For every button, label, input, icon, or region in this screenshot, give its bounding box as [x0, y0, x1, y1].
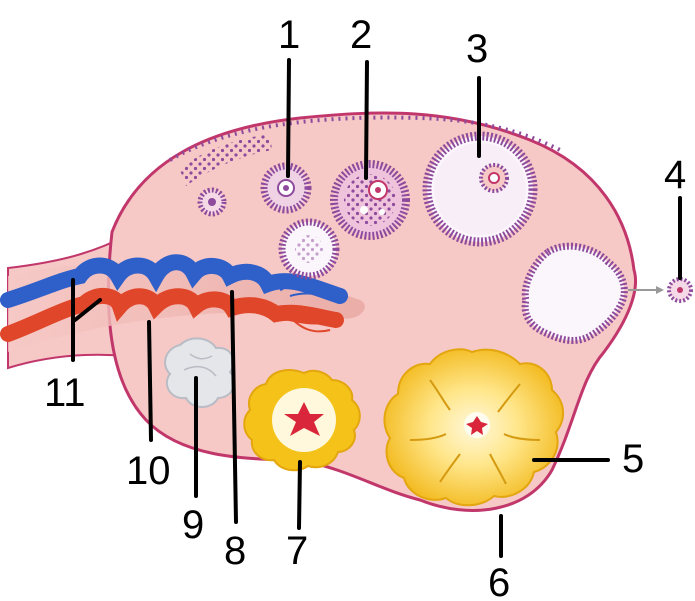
label-6: 6 — [488, 561, 510, 601]
label-3: 3 — [466, 27, 488, 71]
label-4: 4 — [664, 153, 686, 197]
ruptured-follicle — [525, 246, 664, 340]
label-11: 11 — [44, 371, 86, 415]
growing-follicle — [282, 222, 336, 276]
primordial-follicle — [200, 190, 224, 214]
label-1: 1 — [278, 13, 300, 57]
label-9: 9 — [182, 503, 204, 547]
leader-line-1 — [288, 60, 289, 176]
label-5: 5 — [622, 437, 644, 481]
corpus-albicans — [165, 338, 234, 407]
label-7: 7 — [286, 529, 308, 573]
label-10: 10 — [126, 449, 171, 493]
released-ovum — [669, 279, 691, 301]
leader-line-7 — [299, 462, 300, 528]
label-2: 2 — [350, 13, 372, 57]
leader-line-10 — [149, 322, 151, 440]
secondary-follicle — [334, 164, 406, 236]
primary-follicle — [264, 166, 308, 210]
leader-line-2 — [366, 62, 367, 178]
label-8: 8 — [224, 529, 246, 573]
